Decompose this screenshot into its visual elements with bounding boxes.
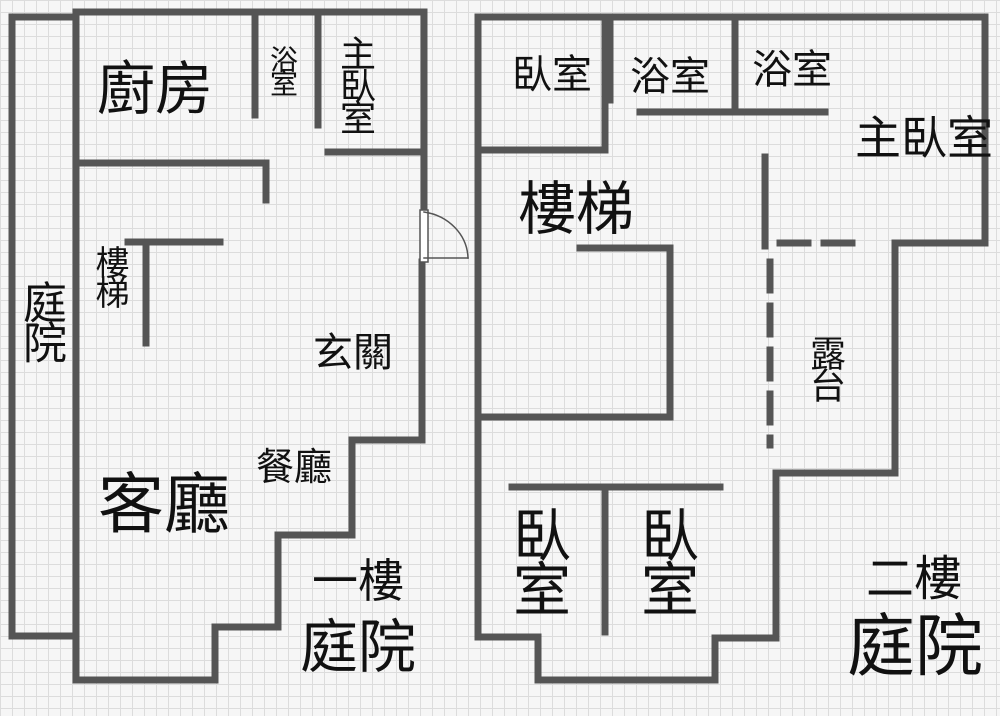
floor2-walls (474, 13, 989, 684)
label-living: 客廳 (98, 466, 230, 543)
label-bedroom-top: 臥室 (512, 52, 592, 98)
label-side-yard: 庭院 (15, 280, 66, 360)
floor1-walls (8, 8, 428, 684)
label-entrance: 玄關 (313, 330, 393, 376)
label-bedroom-left: 臥室 (503, 505, 571, 613)
label-stairs-f1: 樓梯 (89, 245, 129, 305)
label-kitchen: 廚房 (97, 55, 214, 123)
label-terrace: 露台 (804, 335, 845, 399)
floor1-title: 一樓 (312, 554, 404, 608)
terrace-boundary (766, 239, 870, 449)
label-dining: 餐廳 (256, 445, 333, 489)
label-bathroom-f1: 浴室 (266, 45, 299, 93)
label-bedroom-right: 臥室 (631, 505, 699, 613)
floor2-yard-label: 庭院 (847, 608, 984, 687)
label-stairs-f2: 樓梯 (518, 175, 635, 243)
label-bathroom-1-f2: 浴室 (630, 54, 710, 100)
label-master-bedroom-f2: 主臥室 (855, 111, 993, 165)
label-master-bedroom-f1: 主臥室 (334, 35, 375, 131)
label-bathroom-2-f2: 浴室 (752, 47, 832, 93)
floor1-yard-label: 庭院 (300, 613, 417, 681)
floor2-title: 二樓 (866, 551, 963, 607)
entrance-door (419, 209, 469, 263)
